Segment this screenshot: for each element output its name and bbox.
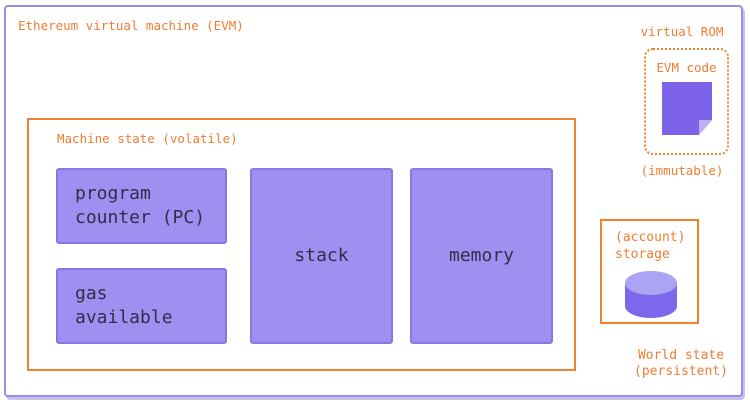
database-cylinder-icon (625, 271, 677, 318)
gas-available-box: gas available (56, 268, 227, 344)
evm-title: Ethereum virtual machine (EVM) (18, 18, 244, 33)
machine-state-box: Machine state (volatile) program counter… (27, 118, 576, 371)
note-page-icon (661, 82, 712, 135)
virtual-rom-title: virtual ROM (640, 24, 724, 39)
program-counter-box: program counter (PC) (56, 168, 227, 244)
virtual-rom-box: EVM code (644, 48, 729, 155)
evm-code-label: EVM code (656, 60, 717, 75)
account-storage-box: (account) storage (600, 219, 699, 324)
evm-outer-box: Ethereum virtual machine (EVM) Machine s… (4, 5, 743, 397)
stack-box: stack (250, 168, 393, 344)
memory-box: memory (410, 168, 553, 344)
machine-state-title: Machine state (volatile) (57, 131, 238, 146)
account-storage-label: (account) storage (615, 230, 686, 262)
world-state-label: World state (persistent) (634, 348, 728, 380)
immutable-label: (immutable) (640, 163, 724, 178)
